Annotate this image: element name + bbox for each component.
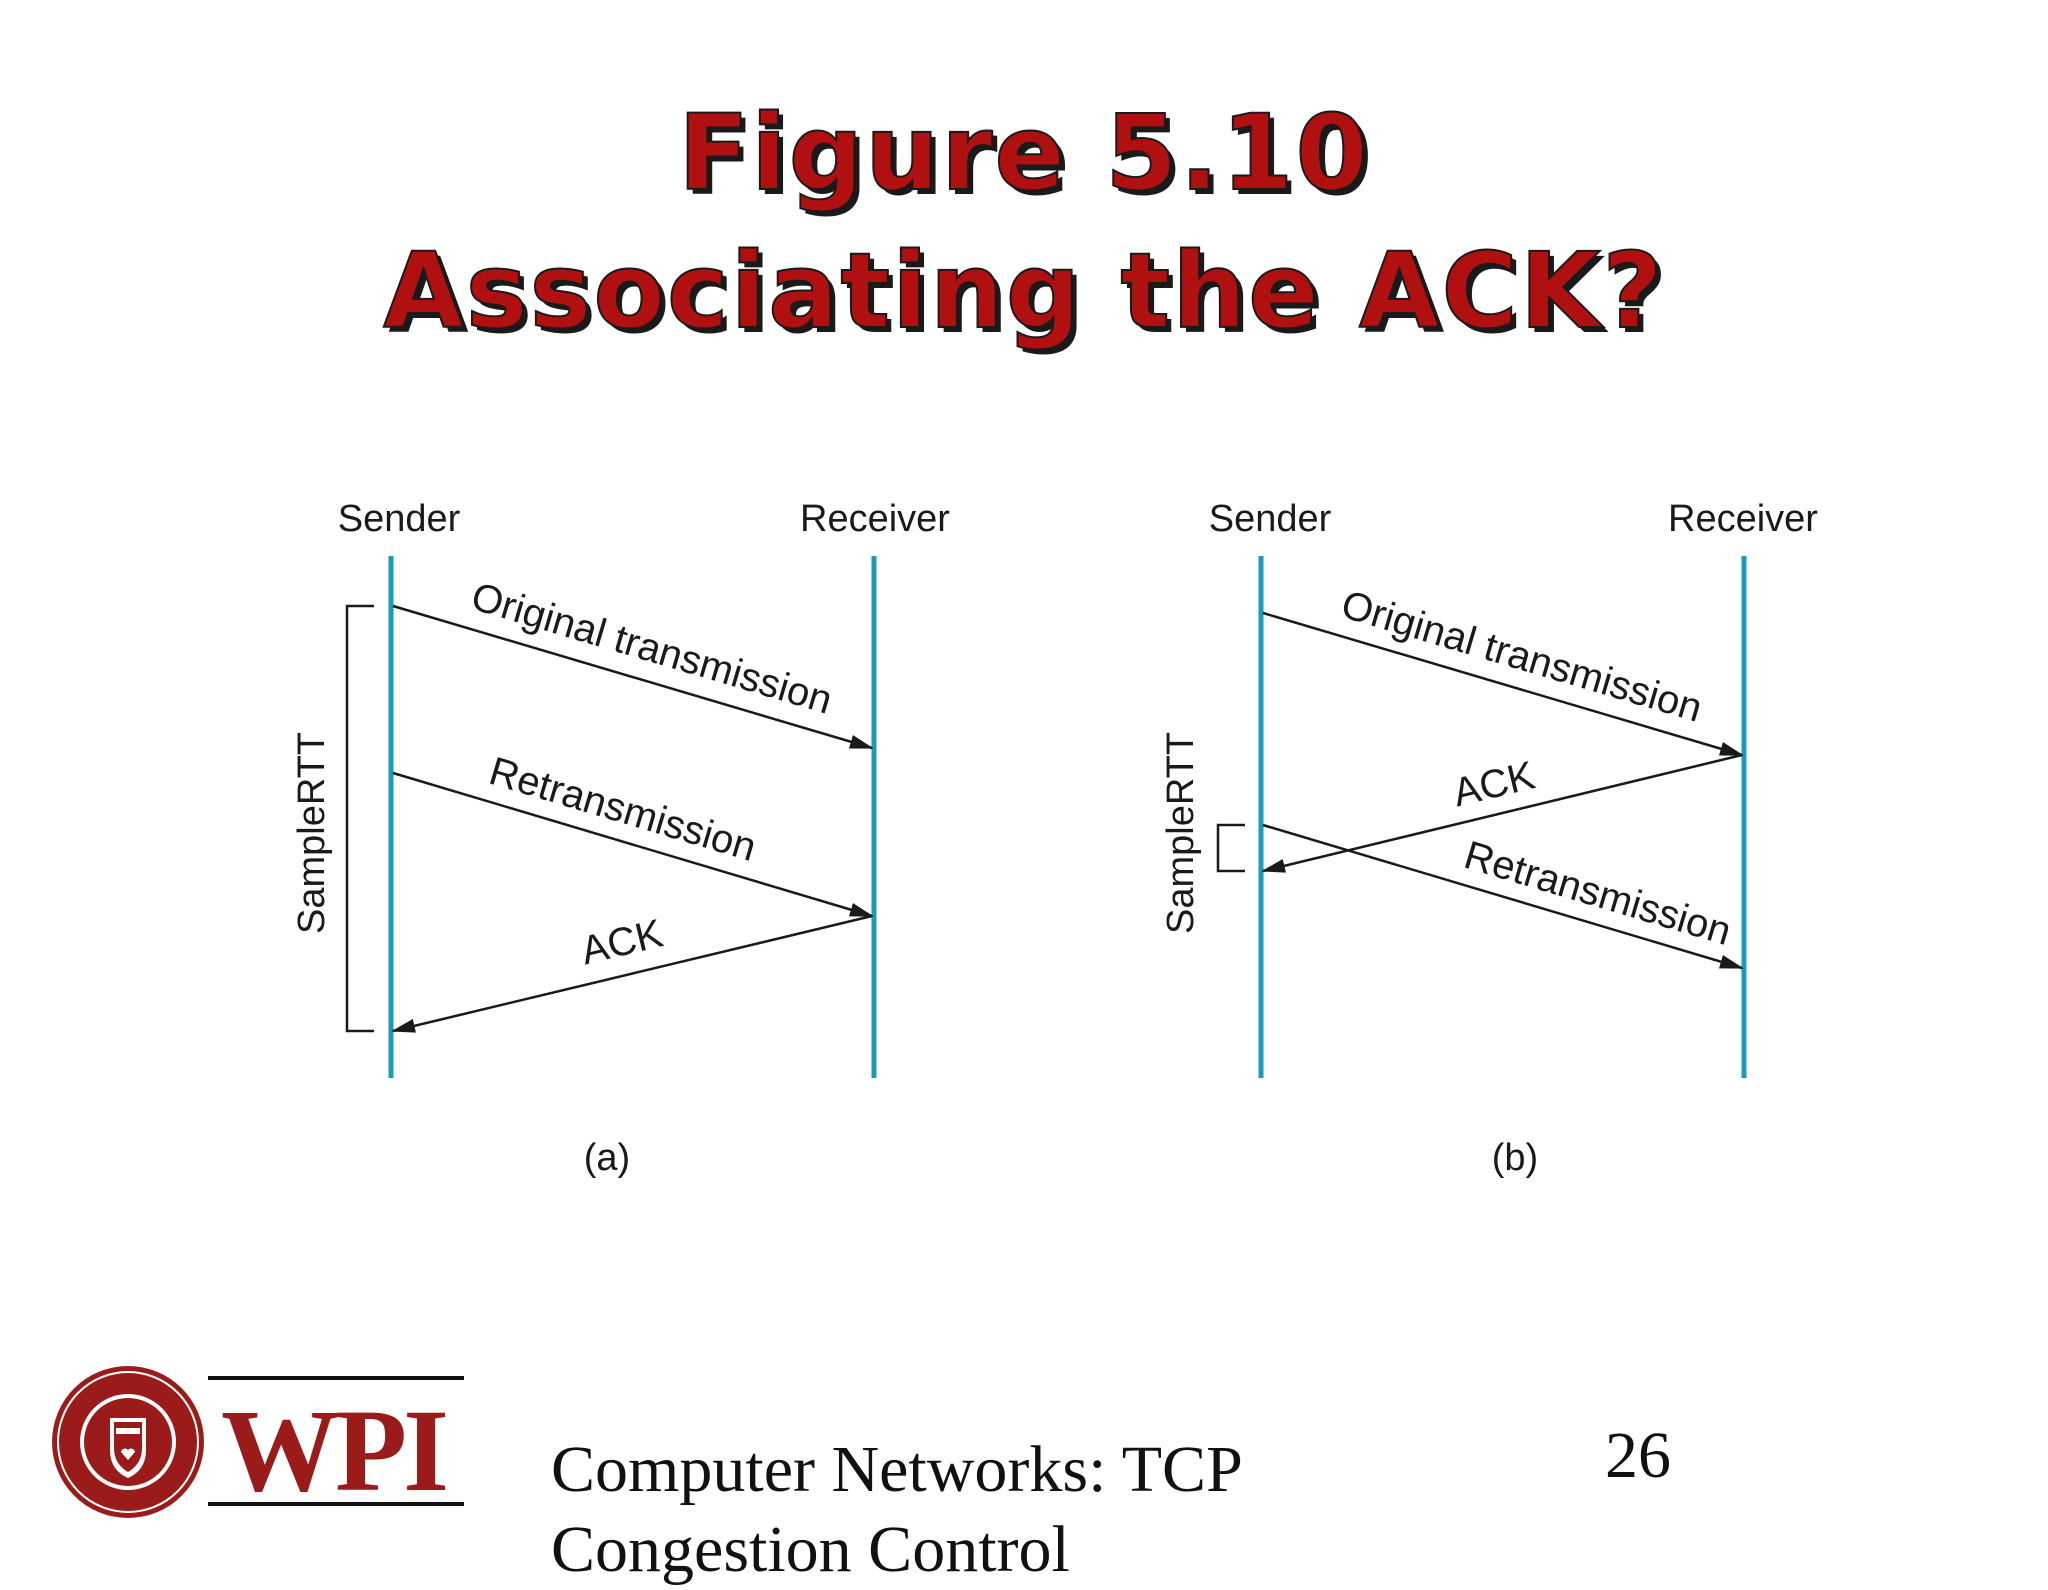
sample-rtt-label-b: SampleRTT: [1160, 732, 1202, 934]
ack-label-a: ACK: [577, 911, 668, 973]
wpi-wordmark: WPI: [221, 1385, 445, 1516]
sample-rtt-label-a: SampleRTT: [291, 732, 333, 934]
ack-label-b: ACK: [1449, 753, 1540, 815]
ack-association-diagram: Sender Receiver Original transmission Re…: [291, 498, 1818, 1179]
caption-b: (b): [1492, 1137, 1538, 1179]
retransmission-label-a: Retransmission: [484, 749, 761, 870]
sample-rtt-bracket-b: [1216, 823, 1245, 873]
sender-label-b: Sender: [1209, 498, 1332, 540]
wpi-logo: WPI: [52, 1366, 464, 1518]
diagram-a: Sender Receiver Original transmission Re…: [291, 498, 950, 1179]
receiver-label-b: Receiver: [1668, 498, 1818, 540]
slide-title-line1: Figure 5.10: [677, 91, 1370, 215]
ack-arrow-b: [1261, 753, 1743, 873]
original-transmission-label-a: Original transmission: [466, 574, 837, 722]
original-transmission-label-b: Original transmission: [1336, 582, 1707, 730]
retransmission-arrow-a: [392, 771, 874, 918]
diagram-b: Sender Receiver Original transmission AC…: [1160, 498, 1818, 1179]
footer-course-title: Computer Networks: TCP Congestion Contro…: [551, 1433, 1241, 1586]
page-number: 26: [1605, 1419, 1671, 1492]
original-transmission-arrow-b: [1262, 611, 1744, 757]
sample-rtt-bracket-a: [345, 604, 374, 1033]
retransmission-label-b: Retransmission: [1459, 833, 1736, 954]
wpi-seal-icon: [52, 1366, 204, 1518]
ack-arrow-a: [391, 914, 873, 1033]
slide-title-line2: Associating the ACK?: [382, 229, 1665, 353]
sender-label-a: Sender: [338, 498, 461, 540]
caption-a: (a): [584, 1137, 630, 1179]
original-transmission-arrow-a: [392, 604, 874, 750]
retransmission-arrow-b: [1262, 823, 1744, 970]
receiver-label-a: Receiver: [800, 498, 950, 540]
